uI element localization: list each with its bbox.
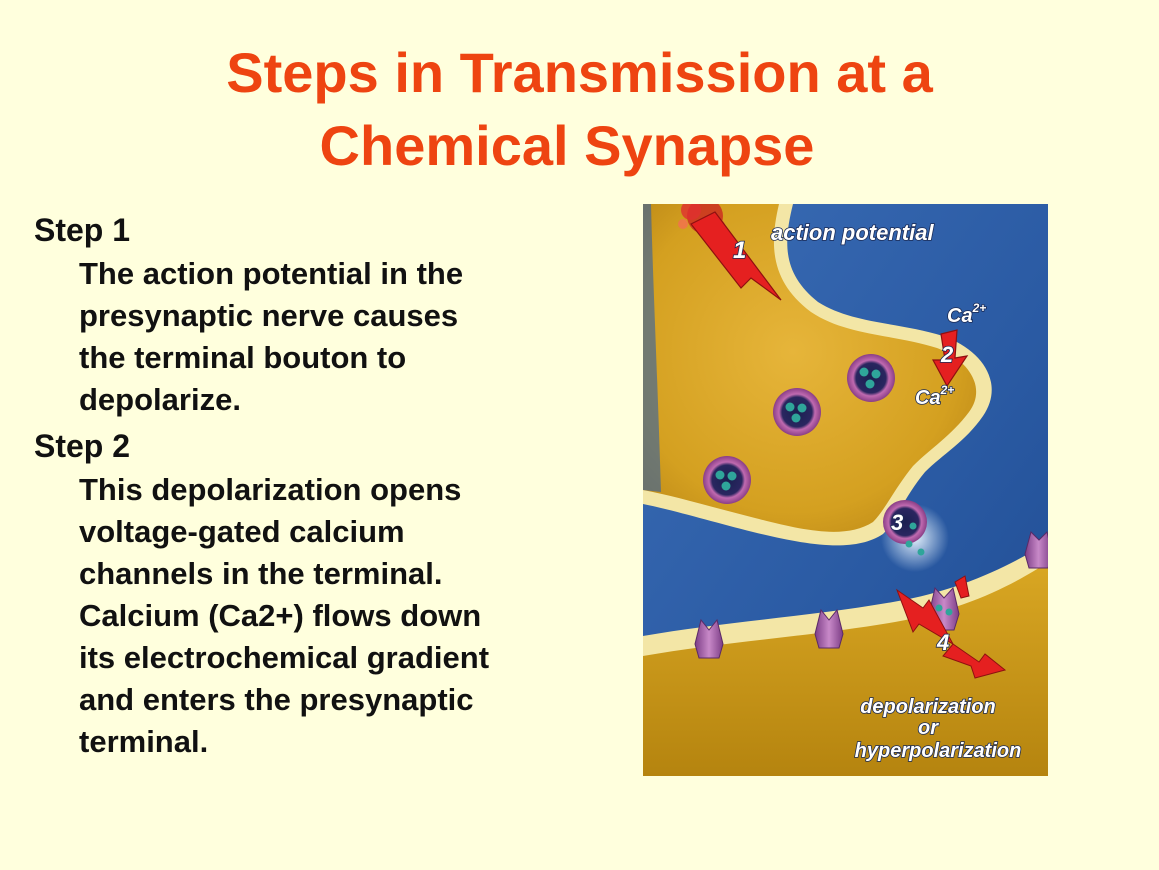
title-line-1: Steps in Transmission at a	[226, 41, 933, 104]
step-2-body: This depolarization opens voltage-gated …	[79, 469, 619, 763]
label-ca-top: Ca2+	[947, 301, 986, 327]
label-ca-bottom: Ca2+	[915, 383, 954, 409]
step-1-line: the terminal bouton to	[79, 340, 407, 375]
step-2-line: voltage-gated calcium	[79, 514, 405, 549]
arrow-2	[931, 329, 969, 388]
presynaptic-terminal	[643, 204, 977, 532]
step-2-line: Calcium (Ca2+) flows down	[79, 598, 482, 633]
synapse-illustration: action potential Ca2+ Ca2+ 1 2 3 4 depol…	[643, 204, 1048, 776]
label-action-potential: action potential	[771, 220, 934, 245]
label-result-line-2: or	[918, 717, 939, 739]
label-result-line-1: depolarization	[860, 696, 996, 718]
title-line-2: Chemical Synapse	[319, 114, 815, 177]
synaptic-vesicles	[703, 354, 895, 504]
step-2-line: its electrochemical gradient	[79, 640, 490, 675]
arrow-1	[690, 211, 782, 301]
step-number-3: 3	[891, 510, 903, 535]
step-1-heading: Step 1	[34, 212, 131, 248]
step-1-line: presynaptic nerve causes	[79, 298, 459, 333]
step-2-line: and enters the presynaptic	[79, 682, 474, 717]
step-1-body: The action potential in the presynaptic …	[79, 253, 619, 421]
slide-title: Steps in Transmission at a Chemical Syna…	[0, 36, 1159, 182]
step-1-line: The action potential in the	[79, 256, 464, 291]
step-1-line: depolarize.	[79, 382, 241, 417]
receptors	[694, 531, 1048, 659]
step-2-line: terminal.	[79, 724, 209, 759]
steps-text: Step 1 The action potential in the presy…	[34, 207, 614, 763]
step-number-2: 2	[940, 342, 954, 367]
fusing-vesicle	[881, 500, 949, 572]
arrow-4-pair	[895, 575, 1007, 679]
step-number-1: 1	[733, 237, 746, 264]
step-2-line: This depolarization opens	[79, 472, 462, 507]
step-2-heading: Step 2	[34, 428, 131, 464]
step-2-line: channels in the terminal.	[79, 556, 443, 591]
label-result-line-3: hyperpolarization	[855, 740, 1022, 762]
step-number-4: 4	[936, 630, 949, 655]
